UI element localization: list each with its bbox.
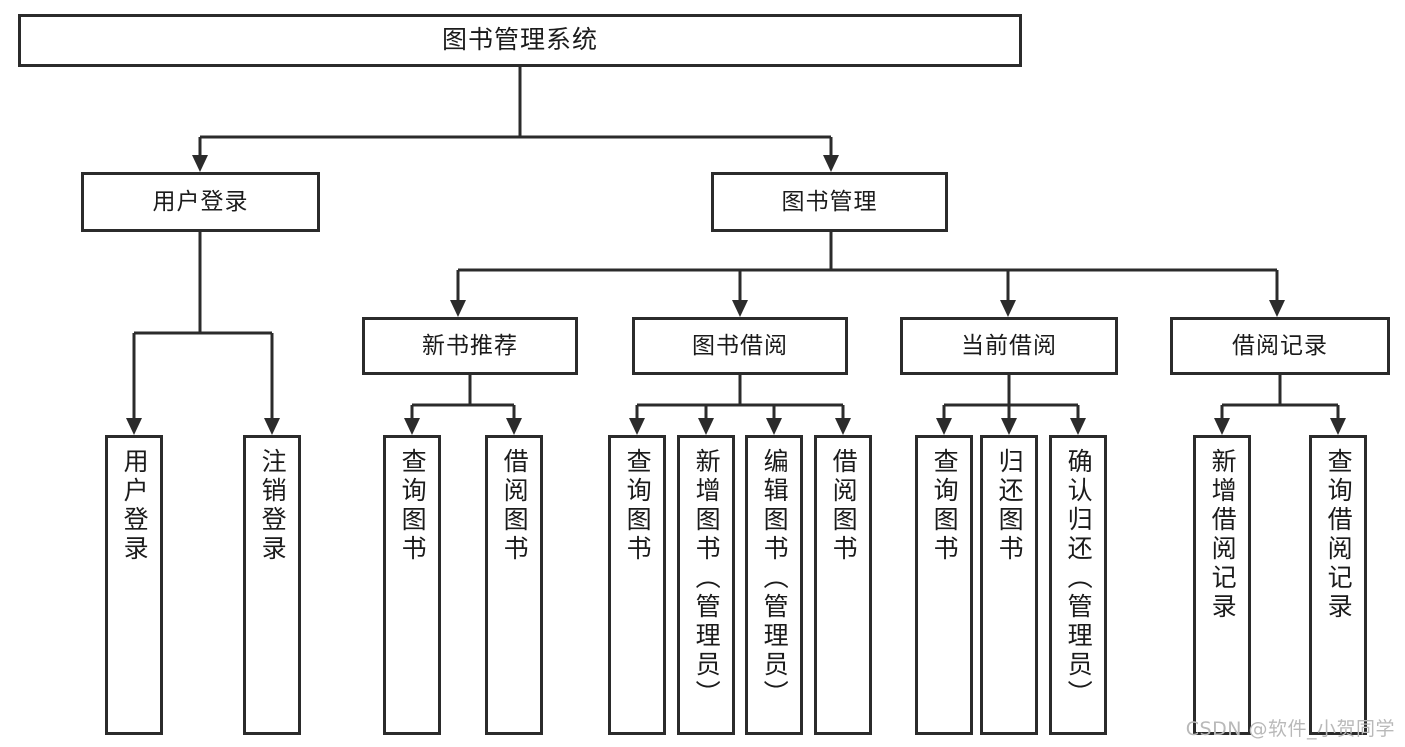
node-label: 查询图书 (930, 448, 960, 564)
node-label: 新增借阅记录 (1208, 448, 1238, 622)
arrowhead-user-login (192, 155, 208, 172)
node-leaf-confirm-return[interactable]: 确认归还（管理员） (1049, 435, 1107, 735)
node-leaf-query-book-2[interactable]: 查询图书 (608, 435, 666, 735)
node-leaf-query-book-3[interactable]: 查询图书 (915, 435, 973, 735)
node-leaf-edit-book[interactable]: 编辑图书（管理员） (745, 435, 803, 735)
node-leaf-add-book[interactable]: 新增图书（管理员） (677, 435, 735, 735)
arrowhead-borrow-record (1269, 300, 1285, 317)
arrowhead-leaf-return-book (1001, 418, 1017, 435)
node-label: 归还图书 (995, 448, 1025, 564)
node-label: 编辑图书（管理员） (760, 448, 790, 709)
node-current-borrow[interactable]: 当前借阅 (900, 317, 1118, 375)
node-borrow-record[interactable]: 借阅记录 (1170, 317, 1390, 375)
arrowhead-leaf-add-book (698, 418, 714, 435)
node-leaf-query-book-1[interactable]: 查询图书 (383, 435, 441, 735)
node-label: 图书管理 (781, 188, 878, 215)
node-label: 确认归还（管理员） (1064, 448, 1094, 709)
node-label: 查询图书 (398, 448, 428, 564)
node-leaf-borrow-book-1[interactable]: 借阅图书 (485, 435, 543, 735)
arrowhead-leaf-logout-login (264, 418, 280, 435)
node-label: 图书借阅 (692, 332, 788, 359)
arrowhead-leaf-user-login (126, 418, 142, 435)
arrowhead-leaf-query-book-3 (936, 418, 952, 435)
node-user-login[interactable]: 用户登录 (81, 172, 320, 232)
node-label: 注销登录 (258, 448, 288, 564)
arrowhead-leaf-add-record (1214, 418, 1230, 435)
node-new-book-recommend[interactable]: 新书推荐 (362, 317, 578, 375)
node-label: 图书管理系统 (441, 25, 598, 55)
arrowhead-current-borrow (1000, 300, 1016, 317)
node-label: 用户登录 (120, 448, 150, 564)
arrowhead-book-management (823, 155, 839, 172)
arrowhead-book-borrow (732, 300, 748, 317)
arrowhead-leaf-confirm-return (1070, 418, 1086, 435)
node-leaf-return-book[interactable]: 归还图书 (980, 435, 1038, 735)
node-label: 借阅记录 (1232, 332, 1328, 359)
arrowhead-leaf-query-book-1 (404, 418, 420, 435)
node-label: 借阅图书 (829, 448, 859, 564)
node-leaf-user-login[interactable]: 用户登录 (105, 435, 163, 735)
node-leaf-borrow-book-2[interactable]: 借阅图书 (814, 435, 872, 735)
arrowhead-leaf-edit-book (766, 418, 782, 435)
node-label: 用户登录 (152, 188, 249, 215)
node-label: 新增图书（管理员） (692, 448, 722, 709)
node-book-management[interactable]: 图书管理 (711, 172, 948, 232)
node-label: 查询图书 (623, 448, 653, 564)
csdn-watermark: CSDN @软件_小贺同学 (1185, 718, 1395, 740)
node-leaf-logout-login[interactable]: 注销登录 (243, 435, 301, 735)
arrowhead-leaf-borrow-book-2 (835, 418, 851, 435)
arrowhead-leaf-borrow-book-1 (506, 418, 522, 435)
node-label: 当前借阅 (961, 332, 1057, 359)
node-root-library-management-system[interactable]: 图书管理系统 (18, 14, 1022, 67)
arrowhead-leaf-query-record (1330, 418, 1346, 435)
node-label: 查询借阅记录 (1324, 448, 1354, 622)
node-label: 新书推荐 (422, 332, 518, 359)
node-label: 借阅图书 (500, 448, 530, 564)
arrowhead-leaf-query-book-2 (629, 418, 645, 435)
arrowhead-new-book-recommend (450, 300, 466, 317)
node-book-borrow[interactable]: 图书借阅 (632, 317, 848, 375)
node-leaf-add-record[interactable]: 新增借阅记录 (1193, 435, 1251, 735)
node-leaf-query-record[interactable]: 查询借阅记录 (1309, 435, 1367, 735)
